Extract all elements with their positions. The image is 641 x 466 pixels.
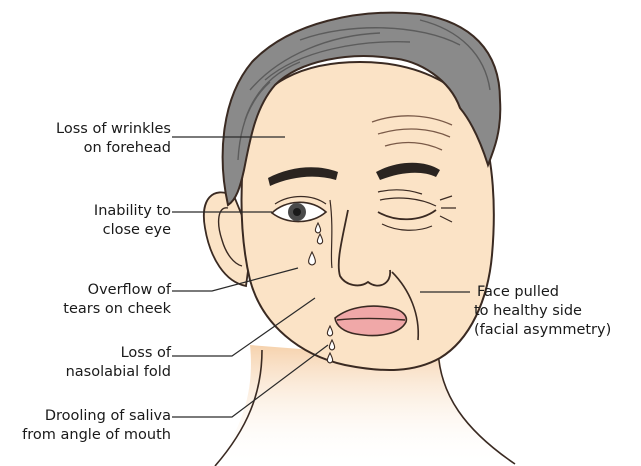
label-loss-of-wrinkles: Loss of wrinkles on forehead [56, 120, 171, 158]
label-inability-close-eye: Inability to close eye [94, 202, 171, 240]
label-face-pulled: Face pulled to healthy side (facial asym… [474, 283, 611, 340]
label-overflow-tears: Overflow of tears on cheek [63, 281, 171, 319]
label-loss-nasolabial-fold: Loss of nasolabial fold [66, 344, 171, 382]
left-pupil [293, 208, 301, 216]
label-drooling-saliva: Drooling of saliva from angle of mouth [22, 407, 171, 445]
